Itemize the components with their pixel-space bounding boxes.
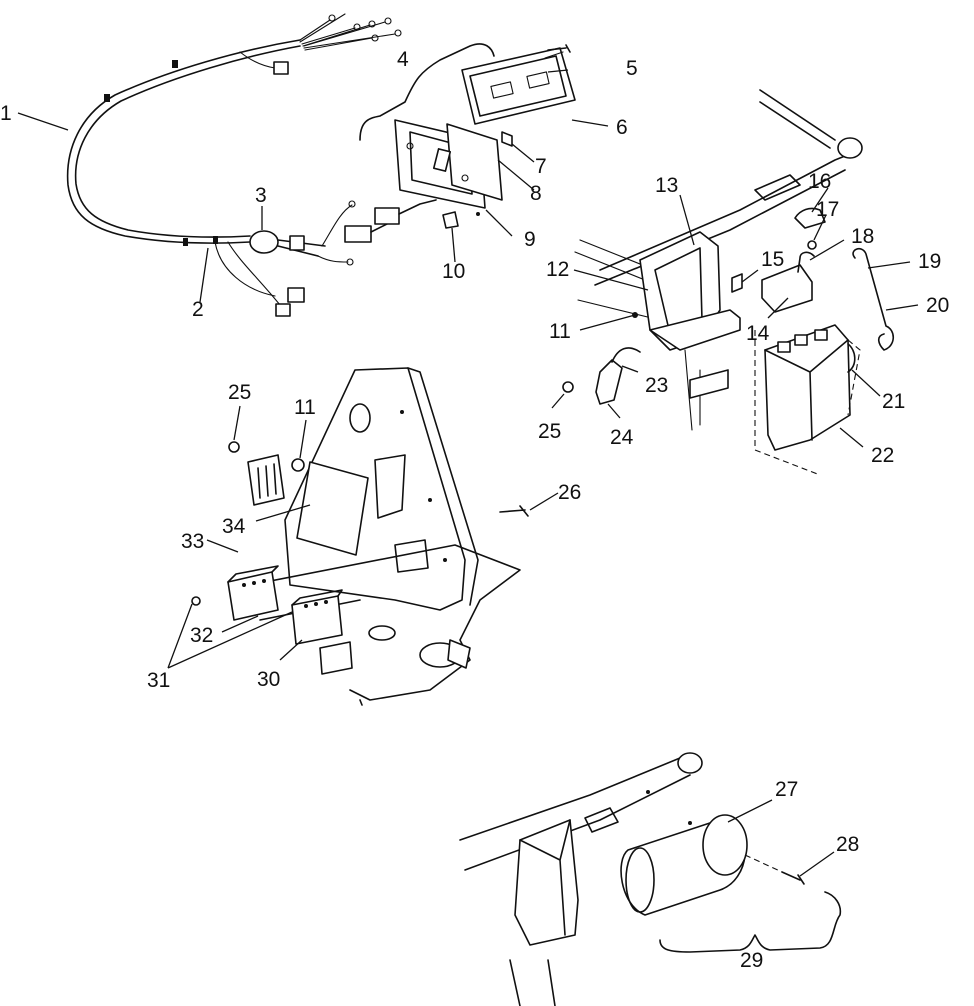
callout-5: 5 (626, 57, 638, 80)
callout-13: 13 (655, 174, 678, 197)
callout-30: 30 (257, 668, 280, 691)
callout-12: 12 (546, 258, 569, 281)
callout-6: 6 (616, 116, 628, 139)
callout-7: 7 (535, 155, 547, 178)
callout-34: 34 (222, 515, 246, 538)
callout-28: 28 (836, 833, 859, 856)
callout-33: 33 (181, 530, 204, 553)
callout-15: 15 (761, 248, 784, 271)
callout-11-left: 11 (294, 396, 316, 419)
callout-19: 19 (918, 250, 941, 273)
panel-assembly (191, 367, 529, 706)
callout-21: 21 (882, 390, 905, 413)
callout-18: 18 (851, 225, 874, 248)
starter-motor-assembly (459, 752, 842, 1006)
callout-17: 17 (816, 198, 839, 221)
callout-31: 31 (147, 669, 170, 692)
callout-9: 9 (524, 228, 536, 251)
callout-3: 3 (255, 184, 267, 207)
callout-11-right: 11 (549, 320, 571, 343)
callout-labels: 1 2 3 4 5 6 7 8 9 10 11 11 12 13 14 15 1… (0, 48, 949, 972)
wiring-harness (66, 13, 437, 317)
taillight-assembly (359, 43, 576, 229)
callout-4: 4 (397, 48, 409, 71)
callout-25-right: 25 (538, 420, 561, 443)
callout-29: 29 (740, 949, 763, 972)
callout-32: 32 (190, 624, 213, 647)
callout-22: 22 (871, 444, 894, 467)
callout-24: 24 (610, 426, 634, 449)
callout-10: 10 (442, 260, 465, 283)
callout-25-left: 25 (228, 381, 251, 404)
callout-2: 2 (192, 298, 204, 321)
callout-16: 16 (808, 170, 831, 193)
callout-20: 20 (926, 294, 949, 317)
battery-box-assembly (562, 89, 895, 476)
leader-lines (17, 69, 919, 877)
callout-23: 23 (645, 374, 668, 397)
callout-14: 14 (746, 322, 770, 345)
callout-27: 27 (775, 778, 798, 801)
callout-8: 8 (530, 182, 542, 205)
callout-26: 26 (558, 481, 581, 504)
callout-1: 1 (0, 102, 12, 125)
